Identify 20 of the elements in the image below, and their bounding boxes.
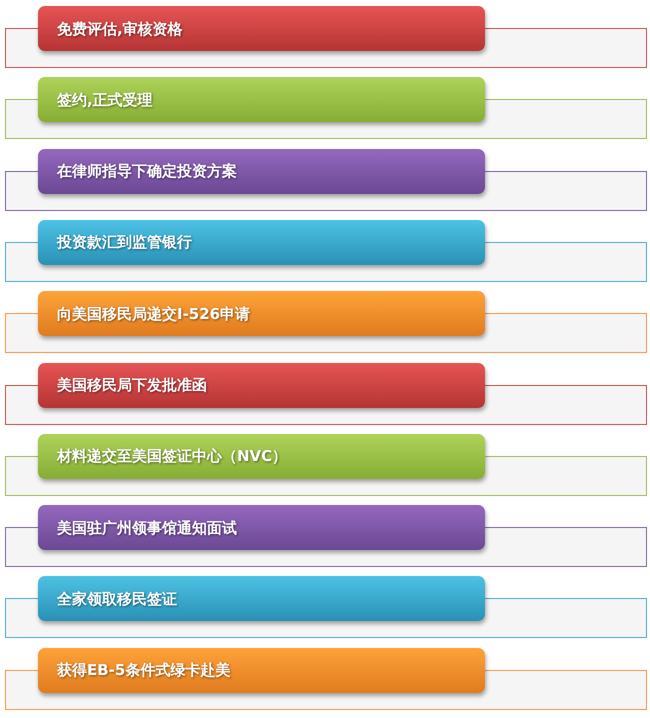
step-tab <box>38 291 485 336</box>
step-tab <box>38 362 485 408</box>
step-text: 获得EB-5条件式绿卡赴美 <box>57 661 230 680</box>
step-tab <box>38 648 485 693</box>
step-text: 向美国移民局递交I-526申请 <box>57 304 250 323</box>
step-text: 免费评估,审核资格 <box>57 20 183 38</box>
step-tab <box>38 77 485 122</box>
step-text: 签约,正式受理 <box>57 90 153 109</box>
step-text: 投资款汇到监管银行 <box>57 233 192 252</box>
step-tab <box>38 148 485 194</box>
step-tab <box>38 434 485 479</box>
step-text: 材料递交至美国签证中心（NVC） <box>57 447 288 466</box>
step-tab <box>38 576 485 622</box>
step-tab <box>38 505 485 550</box>
step-tab <box>38 6 485 51</box>
step-text: 全家领取移民签证 <box>57 590 177 608</box>
step-text: 美国移民局下发批准函 <box>57 376 207 394</box>
step-text: 美国驻广州领事馆通知面试 <box>57 518 237 537</box>
step-tab <box>38 220 485 265</box>
step-text: 在律师指导下确定投资方案 <box>57 162 237 180</box>
